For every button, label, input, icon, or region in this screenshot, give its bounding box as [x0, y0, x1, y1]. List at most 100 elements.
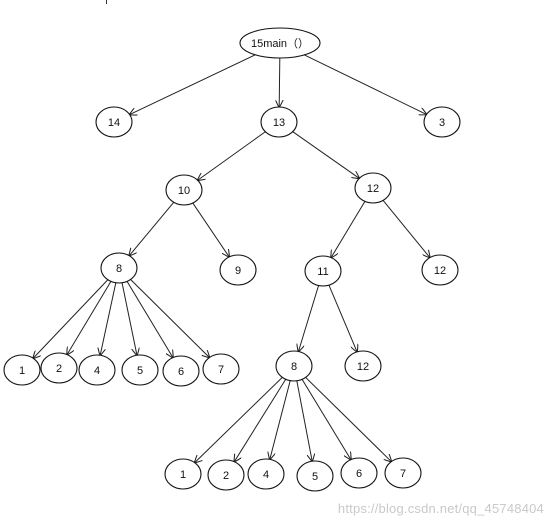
node-b4: 4 [247, 458, 285, 490]
node-label: 8 [291, 361, 297, 373]
node-label: 13 [273, 117, 285, 129]
node-a6: 6 [162, 355, 200, 387]
node-n12a: 12 [354, 172, 392, 204]
edge-n8b-b1 [195, 377, 283, 462]
node-b5: 5 [296, 460, 334, 492]
node-ellipse [423, 106, 461, 138]
node-ellipse [354, 172, 392, 204]
node-ellipse [202, 353, 240, 385]
node-label: 2 [223, 470, 229, 482]
node-n14: 14 [95, 106, 133, 138]
edge-n8b-b5 [296, 380, 312, 461]
node-label: 8 [116, 263, 122, 275]
edge-n13-n12a [292, 131, 359, 179]
node-label: 15main（） [251, 37, 309, 50]
edge-n8a-a5 [121, 282, 137, 355]
node-label: 14 [108, 117, 120, 129]
node-label: 7 [218, 364, 224, 376]
node-n10: 10 [165, 174, 203, 206]
edge-n8b-b7 [305, 377, 392, 461]
edge-n8a-a4 [100, 282, 117, 355]
edges [33, 54, 430, 463]
node-label: 5 [137, 365, 143, 377]
node-b1: 1 [164, 458, 202, 490]
edge-n12a-n12b [382, 200, 430, 257]
node-ellipse [121, 354, 159, 386]
node-label: 6 [178, 366, 184, 378]
edge-n12a-n11 [331, 201, 366, 257]
node-n12b: 12 [421, 254, 459, 286]
watermark-text: https://blog.csdn.net/qq_45748404 [337, 501, 544, 516]
node-b6: 6 [340, 457, 378, 489]
edge-n10-n8a [129, 202, 175, 255]
node-label: 7 [400, 468, 406, 480]
node-ellipse [40, 352, 78, 384]
node-ellipse [304, 255, 342, 287]
node-label: 4 [263, 469, 269, 481]
node-ellipse [344, 350, 382, 382]
node-n11: 11 [304, 255, 342, 287]
node-n8a: 8 [100, 252, 138, 284]
node-ellipse [78, 354, 116, 386]
node-ellipse [421, 254, 459, 286]
node-n9: 9 [219, 254, 257, 286]
node-a2: 2 [40, 352, 78, 384]
edge-root-n14 [130, 54, 256, 115]
node-n8b: 8 [275, 350, 313, 382]
node-label: 12 [357, 361, 369, 373]
node-b2: 2 [207, 459, 245, 491]
node-label: 1 [180, 469, 186, 481]
node-label: 10 [178, 185, 190, 197]
edge-n10-n9 [192, 202, 229, 257]
edge-root-n13 [279, 57, 280, 107]
node-label: 4 [94, 365, 100, 377]
node-ellipse [219, 254, 257, 286]
node-label: 11 [317, 266, 328, 278]
node-ellipse [207, 459, 245, 491]
edge-n8b-b4 [270, 380, 291, 460]
node-label: 12 [434, 265, 446, 277]
node-ellipse [3, 354, 41, 386]
node-ellipse [340, 457, 378, 489]
node-ellipse [164, 458, 202, 490]
node-ellipse [260, 106, 298, 138]
node-ellipse [384, 457, 422, 489]
edge-n8a-a2 [67, 281, 112, 354]
node-ellipse [275, 350, 313, 382]
node-ellipse [162, 355, 200, 387]
node-ellipse [239, 27, 321, 59]
edge-n11-n12c [328, 284, 357, 352]
node-b7: 7 [384, 457, 422, 489]
node-label: 2 [56, 363, 62, 375]
node-ellipse [296, 460, 334, 492]
node-label: 9 [235, 265, 241, 277]
node-label: 5 [312, 471, 318, 483]
edge-n8b-b6 [301, 379, 351, 459]
edge-n8a-a1 [33, 279, 109, 358]
node-n3: 3 [423, 106, 461, 138]
node-root: 15main（） [239, 27, 321, 59]
node-ellipse [165, 174, 203, 206]
node-label: 3 [439, 117, 445, 129]
node-a5: 5 [121, 354, 159, 386]
node-a7: 7 [202, 353, 240, 385]
node-label: 12 [367, 183, 379, 195]
top-tick-mark [106, 0, 107, 4]
node-n12c: 12 [344, 350, 382, 382]
edge-n11-n8b [298, 285, 320, 352]
node-a1: 1 [3, 354, 41, 386]
edge-n13-n10 [198, 131, 266, 180]
edge-n8b-b2 [234, 379, 287, 461]
node-a4: 4 [78, 354, 116, 386]
node-label: 6 [356, 468, 362, 480]
edge-n8a-a6 [126, 281, 173, 357]
edge-n8a-a7 [130, 279, 210, 357]
node-ellipse [247, 458, 285, 490]
node-label: 1 [19, 365, 25, 377]
edge-root-n3 [304, 54, 426, 115]
node-n13: 13 [260, 106, 298, 138]
node-ellipse [100, 252, 138, 284]
